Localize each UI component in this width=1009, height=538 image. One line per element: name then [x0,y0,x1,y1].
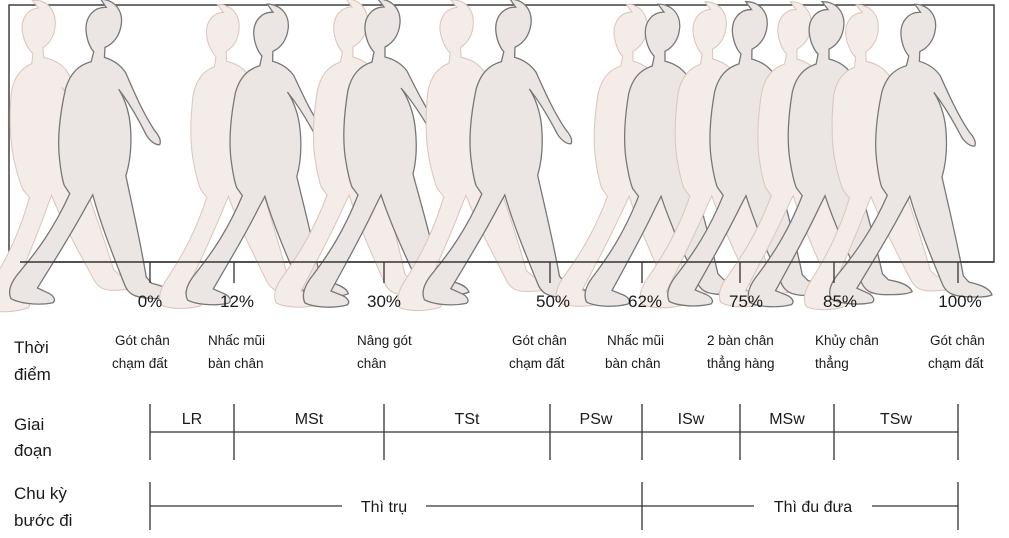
event-label: Gót chân [930,333,985,348]
event-label: chân [357,356,386,371]
phase-labels: LR MSt TSt PSw ISw MSw TSw [182,411,913,428]
row-label-phase-line1: Giai [14,415,44,434]
row-label-moment-line1: Thời [14,338,49,357]
percent-label: 62% [628,292,662,311]
row-label-phase-line2: đoạn [14,441,52,460]
event-label: 2 bàn chân [707,333,774,348]
row-label-moment-line2: điểm [14,365,51,384]
event-label: Khủy chân [815,333,879,348]
event-label: Nâng gót [357,333,412,348]
phase-label-tsw: TSw [880,411,912,428]
stage-label-stance: Thì trụ [361,499,407,516]
percentage-labels: 0% 12% 30% 50% 62% 75% 85% 100% [138,292,982,311]
phase-label-mst: MSt [295,411,324,428]
event-label: thẳng hàng [707,356,775,371]
event-label: Gót chân [115,333,170,348]
phase-label-psw: PSw [580,411,613,428]
event-label: bàn chân [208,356,264,371]
percent-label: 50% [536,292,570,311]
event-label: Nhấc mũi [208,333,265,348]
event-label: chạm đất [928,356,984,371]
event-label: thẳng [815,356,849,371]
percent-label: 0% [138,292,163,311]
percent-label: 85% [823,292,857,311]
event-label: chạm đất [509,356,565,371]
event-label: chạm đất [112,356,168,371]
percent-label: 75% [729,292,763,311]
event-label: Nhấc mũi [607,333,664,348]
event-label: bàn chân [605,356,661,371]
row-labels: Thời điểm Giai đoạn Chu kỳ bước đi [14,338,72,530]
stage-label-swing: Thì đu đưa [774,499,852,516]
phase-label-msw: MSw [769,411,805,428]
phase-label-tst: TSt [455,411,480,428]
row-label-cycle-line1: Chu kỳ [14,484,67,503]
event-label: Gót chân [512,333,567,348]
phase-timeline [150,404,958,460]
percent-label: 12% [220,292,254,311]
phase-label-isw: ISw [678,411,705,428]
percent-label: 100% [938,292,981,311]
percent-label: 30% [367,292,401,311]
stage-labels: Thì trụ Thì đu đưa [361,499,852,516]
row-label-cycle-line2: bước đi [14,511,72,530]
phase-label-lr: LR [182,411,202,428]
event-labels: Gót chân chạm đất Nhấc mũi bàn chân Nâng… [112,333,985,371]
